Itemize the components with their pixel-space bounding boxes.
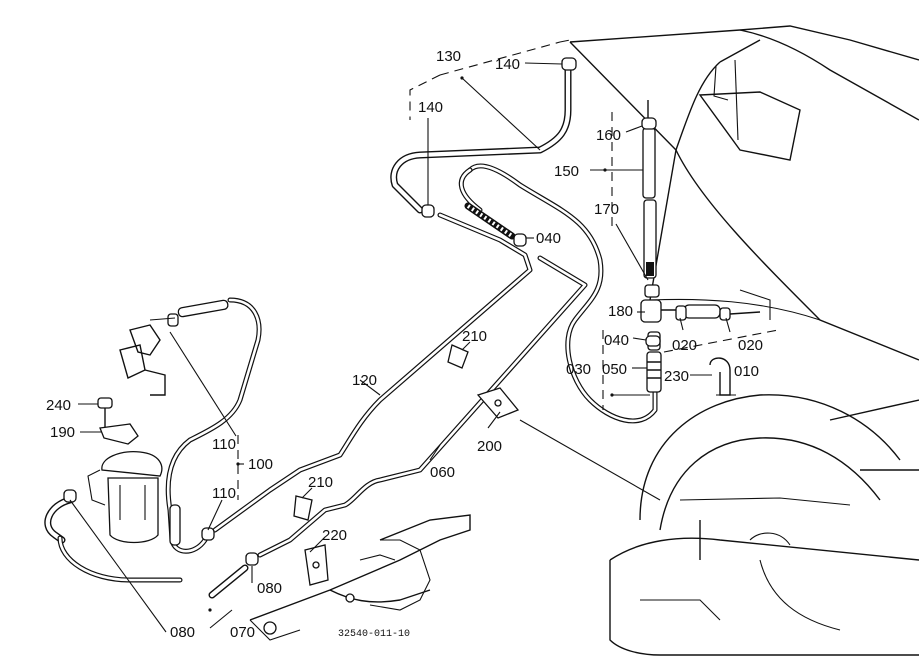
clip-040-lower bbox=[645, 335, 661, 347]
callout-040-upper: 040 bbox=[536, 230, 561, 247]
hose-020 bbox=[675, 304, 761, 321]
hose-110-lower bbox=[169, 504, 181, 546]
label-anchor-dots bbox=[208, 76, 614, 612]
callout-190: 190 bbox=[50, 424, 75, 441]
group-bracket-130 bbox=[409, 39, 571, 120]
callout-200: 200 bbox=[477, 438, 502, 455]
callout-220: 220 bbox=[322, 527, 347, 544]
group-bracket-020 bbox=[602, 329, 779, 410]
callout-230: 230 bbox=[664, 368, 689, 385]
callout-060: 060 bbox=[430, 464, 455, 481]
bolt-240 bbox=[97, 397, 113, 430]
callout-170: 170 bbox=[594, 201, 619, 218]
callout-110-lower: 110 bbox=[212, 485, 236, 502]
clip-140-lower bbox=[421, 204, 435, 218]
leader-lines bbox=[69, 62, 731, 633]
fitting-180-tee bbox=[640, 284, 680, 323]
clip-080-filter bbox=[63, 489, 77, 503]
clamp-210-lower bbox=[293, 495, 313, 521]
callout-140-top: 140 bbox=[495, 56, 520, 73]
callout-040-lower: 040 bbox=[604, 332, 629, 349]
callout-130: 130 bbox=[436, 48, 461, 65]
callout-100: 100 bbox=[248, 456, 273, 473]
clamp-200 bbox=[476, 387, 520, 419]
pipe-120 bbox=[212, 212, 533, 533]
callout-110-upper: 110 bbox=[212, 436, 236, 453]
hose-150 bbox=[642, 127, 656, 199]
clip-040-upper bbox=[513, 233, 527, 247]
clip-110 bbox=[167, 313, 215, 541]
callout-160: 160 bbox=[596, 127, 621, 144]
callout-210-lower: 210 bbox=[308, 474, 333, 491]
callout-180: 180 bbox=[608, 303, 633, 320]
hose-110-upper bbox=[177, 299, 229, 318]
callout-030: 030 bbox=[566, 361, 591, 378]
fuel-filter bbox=[87, 451, 163, 544]
callout-010: 010 bbox=[734, 363, 759, 380]
hose-170 bbox=[643, 199, 657, 279]
pipe-060 bbox=[257, 255, 588, 558]
bracket-190 bbox=[99, 423, 139, 445]
callout-080-lower: 080 bbox=[257, 580, 282, 597]
callout-050: 050 bbox=[602, 361, 627, 378]
injection-pump-fitting bbox=[119, 317, 176, 396]
callout-080-left: 080 bbox=[170, 624, 195, 641]
return-hose-loop bbox=[458, 163, 658, 424]
pipe-130 bbox=[390, 66, 572, 214]
callout-070: 070 bbox=[230, 624, 255, 641]
clamp-230 bbox=[709, 357, 736, 396]
callout-140-lower: 140 bbox=[418, 99, 443, 116]
clip-140-top bbox=[561, 57, 577, 71]
fender-chassis bbox=[609, 394, 919, 656]
drawing-code: 32540-011-10 bbox=[338, 629, 410, 640]
clip-080-lower bbox=[245, 552, 259, 566]
fuel-tank bbox=[569, 25, 919, 361]
frame-bracket bbox=[249, 514, 471, 641]
clip-160 bbox=[641, 117, 657, 130]
callout-labels: 130 140 140 160 150 170 040 180 040 020 … bbox=[46, 48, 763, 641]
clamp-210-upper bbox=[447, 344, 469, 369]
callout-210-upper: 210 bbox=[462, 328, 487, 345]
callout-120: 120 bbox=[352, 372, 377, 389]
corrugated-hose-section bbox=[464, 202, 516, 240]
callout-020-left: 020 bbox=[672, 337, 697, 354]
callout-150: 150 bbox=[554, 163, 579, 180]
callout-240: 240 bbox=[46, 397, 71, 414]
clamp-220 bbox=[304, 544, 329, 586]
pipe-070 bbox=[208, 564, 249, 599]
callout-020-right: 020 bbox=[738, 337, 763, 354]
pipe-100-loop bbox=[165, 297, 262, 554]
